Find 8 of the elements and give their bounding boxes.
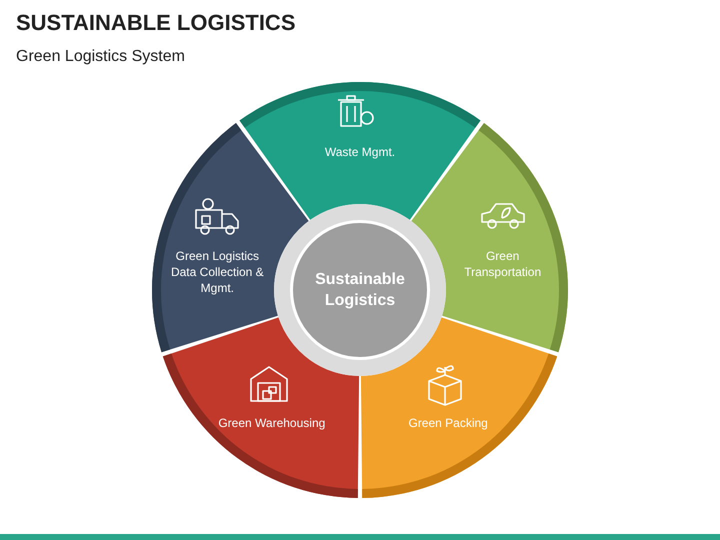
segment-label: Green Logistics Data Collection & Mgmt. xyxy=(170,248,265,296)
segment-label: Waste Mgmt. xyxy=(324,144,396,160)
center-label: Sustainable Logistics xyxy=(314,270,406,311)
segment-label: Green Packing xyxy=(407,415,489,432)
title: SUSTAINABLE LOGISTICS xyxy=(16,10,296,36)
segment-label: Green Warehousing xyxy=(217,415,326,432)
segment-label: Green Transportation xyxy=(463,248,542,280)
subtitle: Green Logistics System xyxy=(16,48,185,66)
